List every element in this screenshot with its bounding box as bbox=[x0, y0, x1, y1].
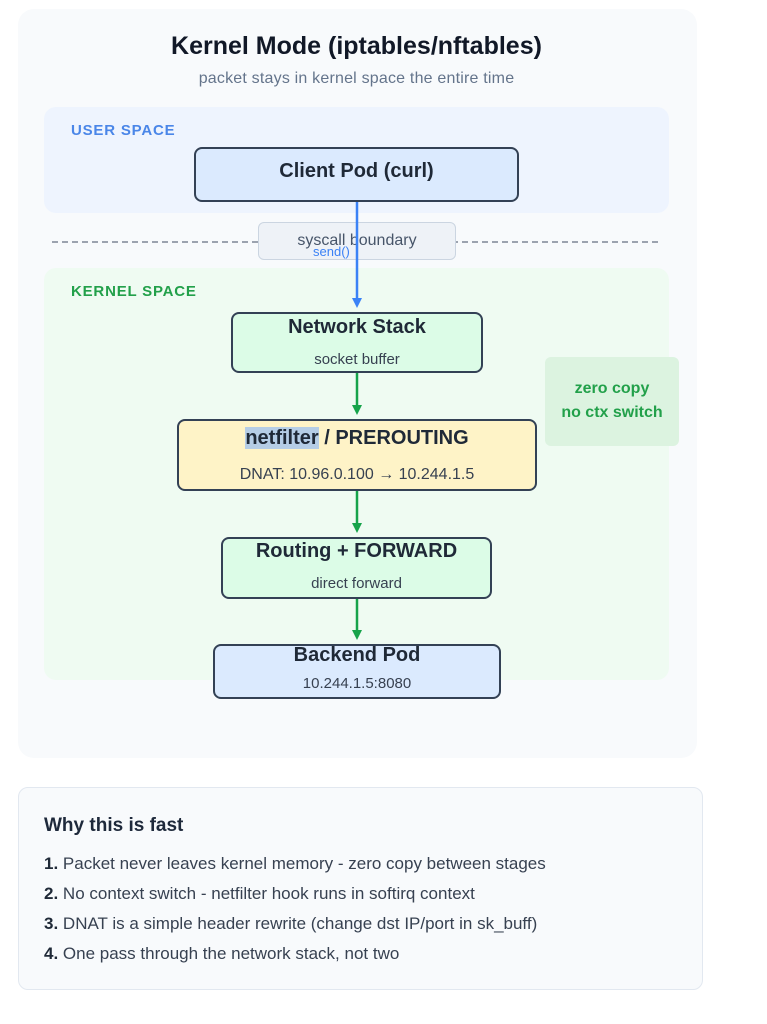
list-item: 1. Packet never leaves kernel memory - z… bbox=[44, 854, 546, 873]
diagram-title: Kernel Mode (iptables/nftables) bbox=[171, 32, 542, 60]
netfilter-title: netfilter / PREROUTING bbox=[179, 427, 535, 450]
send-arrow-label: send() bbox=[313, 244, 350, 259]
netfilter-highlight: netfilter bbox=[245, 427, 319, 449]
backend-pod-subtitle: 10.244.1.5:8080 bbox=[302, 675, 412, 692]
network-stack-subtitle: socket buffer bbox=[314, 351, 400, 368]
routing-forward-title: Routing + FORWARD bbox=[255, 540, 458, 562]
netfilter-subtitle: DNAT: 10.96.0.100 → 10.244.1.5 bbox=[239, 466, 475, 483]
user-space-label: USER SPACE bbox=[71, 122, 176, 139]
routing-forward-node: Routing + FORWARD direct forward bbox=[221, 537, 492, 599]
backend-pod-title: Backend Pod bbox=[293, 644, 421, 666]
list-item: 3. DNAT is a simple header rewrite (chan… bbox=[44, 914, 538, 933]
client-pod-title: Client Pod (curl) bbox=[279, 160, 434, 182]
routing-forward-subtitle: direct forward bbox=[311, 575, 402, 592]
client-pod-node: Client Pod (curl) bbox=[194, 147, 519, 202]
kernel-space-label: KERNEL SPACE bbox=[71, 283, 197, 300]
note-line-2: no ctx switch bbox=[561, 404, 663, 421]
zero-copy-note: zero copy no ctx switch bbox=[545, 357, 679, 446]
syscall-boundary-label: syscall boundary bbox=[258, 222, 456, 260]
diagram-subtitle: packet stays in kernel space the entire … bbox=[198, 70, 515, 87]
network-stack-title: Network Stack bbox=[288, 316, 426, 338]
netfilter-title-rest: / PREROUTING bbox=[318, 427, 469, 449]
backend-pod-node: Backend Pod 10.244.1.5:8080 bbox=[213, 644, 501, 699]
why-fast-panel: Why this is fast 1. Packet never leaves … bbox=[18, 787, 703, 990]
list-item: 2. No context switch - netfilter hook ru… bbox=[44, 884, 475, 903]
why-fast-list: 1. Packet never leaves kernel memory - z… bbox=[44, 854, 546, 974]
why-fast-title: Why this is fast bbox=[44, 815, 184, 836]
note-line-1: zero copy bbox=[574, 380, 650, 397]
list-item: 4. One pass through the network stack, n… bbox=[44, 944, 400, 963]
netfilter-node: netfilter / PREROUTING DNAT: 10.96.0.100… bbox=[177, 419, 537, 491]
network-stack-node: Network Stack socket buffer bbox=[231, 312, 483, 373]
